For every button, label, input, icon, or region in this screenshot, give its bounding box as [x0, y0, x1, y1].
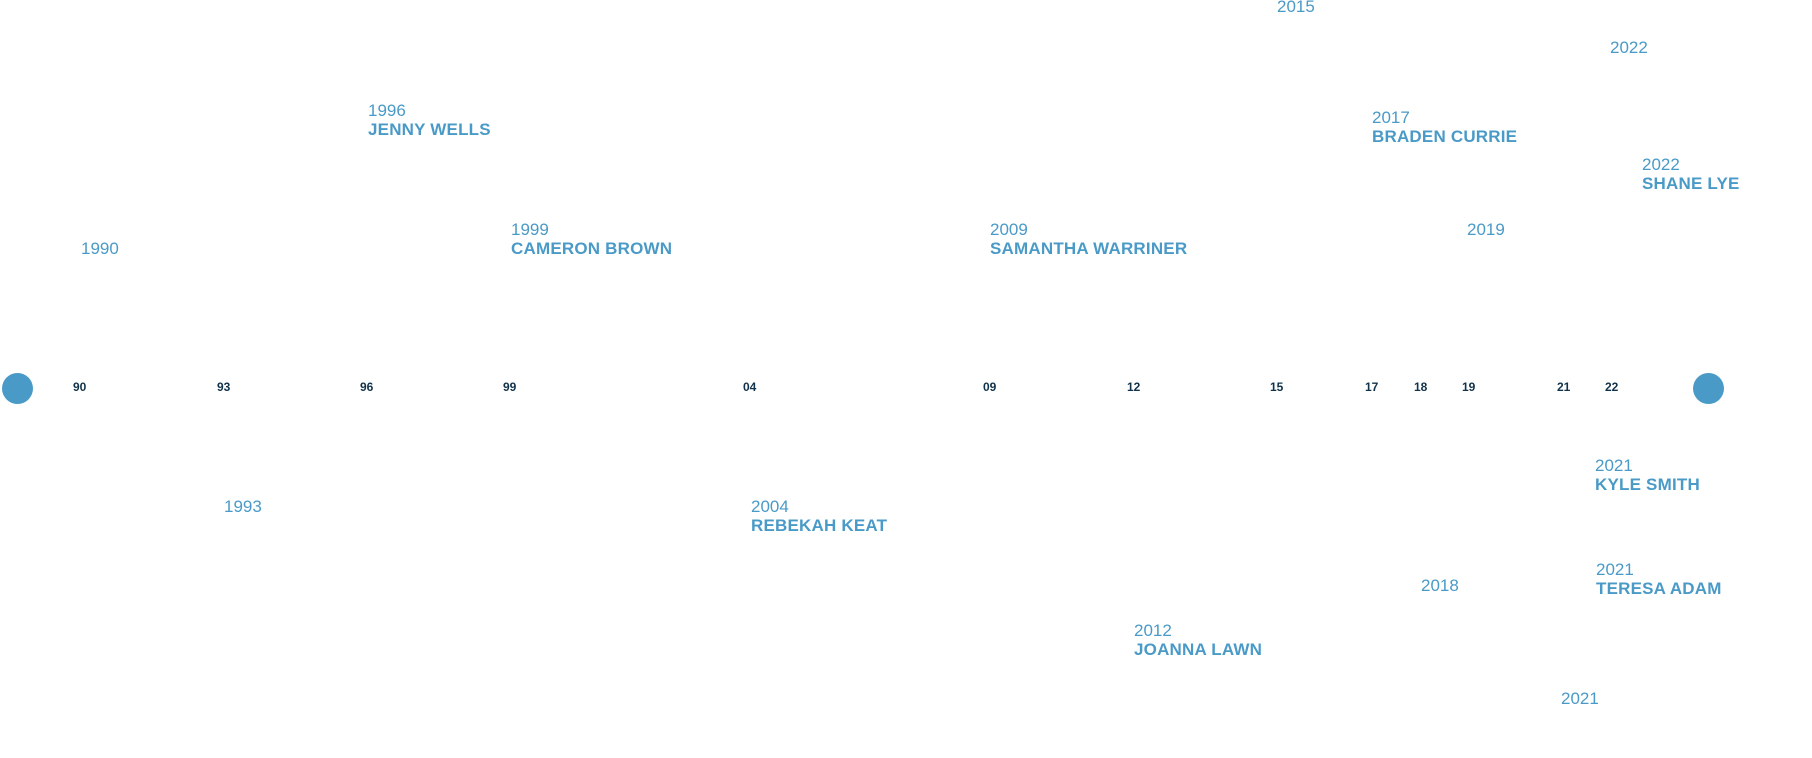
event-year: 2017	[1372, 108, 1410, 127]
event-name: SAMANTHA WARRINER	[990, 239, 1188, 258]
tick-label: 21	[1557, 380, 1571, 394]
event-year: 2021	[1595, 456, 1633, 475]
event-name: KYLE SMITH	[1595, 475, 1700, 494]
event-name: SHANE LYE	[1642, 174, 1740, 193]
tick-label: 93	[217, 380, 231, 394]
tick-label: 12	[1127, 380, 1141, 394]
tick-label: 18	[1414, 380, 1428, 394]
tick-label: 04	[743, 380, 757, 394]
tick-label: 96	[360, 380, 374, 394]
event-year: 2004	[751, 497, 789, 516]
timeline-event[interactable]: 1993	[224, 497, 262, 516]
timeline-event[interactable]: 2019	[1467, 220, 1505, 239]
event-year: 1993	[224, 497, 262, 516]
timeline-event[interactable]: 2017 BRADEN CURRIE	[1372, 108, 1517, 146]
event-name: CAMERON BROWN	[511, 239, 673, 258]
tick-label: 09	[983, 380, 997, 394]
tick-label: 15	[1270, 380, 1284, 394]
event-year: 2015	[1277, 0, 1315, 16]
timeline-event[interactable]: 2009 SAMANTHA WARRINER	[990, 220, 1187, 258]
timeline-event[interactable]: 1999 CAMERON BROWN	[511, 220, 672, 258]
timeline-event[interactable]: 1990	[81, 239, 119, 258]
event-year: 2012	[1134, 621, 1172, 640]
timeline-start-marker[interactable]	[2, 373, 33, 404]
timeline-event[interactable]: 2021 TERESA ADAM	[1596, 560, 1722, 598]
timeline-event[interactable]: 2004 REBEKAH KEAT	[751, 497, 887, 535]
timeline-event[interactable]: 2021 KYLE SMITH	[1595, 456, 1700, 494]
timeline-event[interactable]: 2022 SHANE LYE	[1642, 155, 1740, 193]
event-year: 2009	[990, 220, 1028, 239]
timeline-event[interactable]: 1996 JENNY WELLS	[368, 101, 491, 139]
timeline-event[interactable]: 2018	[1421, 576, 1459, 595]
event-year: 1990	[81, 239, 119, 258]
event-name: JOANNA LAWN	[1134, 640, 1263, 659]
event-year: 2021	[1561, 689, 1599, 708]
event-year: 2019	[1467, 220, 1505, 239]
tick-label: 90	[73, 380, 87, 394]
event-name: TERESA ADAM	[1596, 579, 1722, 598]
event-year: 2022	[1642, 155, 1680, 174]
tick-label: 99	[503, 380, 517, 394]
timeline-event[interactable]: 2021	[1561, 689, 1599, 708]
event-year: 1996	[368, 101, 406, 120]
event-name: REBEKAH KEAT	[751, 516, 888, 535]
event-name: BRADEN CURRIE	[1372, 127, 1518, 146]
event-year: 1999	[511, 220, 549, 239]
event-year: 2022	[1610, 38, 1648, 57]
timeline-end-marker[interactable]	[1693, 373, 1724, 404]
event-year: 2018	[1421, 576, 1459, 595]
timeline-event[interactable]: 2022	[1610, 38, 1648, 57]
tick-label: 19	[1462, 380, 1476, 394]
tick-label: 17	[1365, 380, 1379, 394]
event-year: 2021	[1596, 560, 1634, 579]
event-name: JENNY WELLS	[368, 120, 491, 139]
timeline-event[interactable]: 2015	[1277, 0, 1315, 16]
timeline-event[interactable]: 2012 JOANNA LAWN	[1134, 621, 1262, 659]
tick-label: 22	[1605, 380, 1619, 394]
